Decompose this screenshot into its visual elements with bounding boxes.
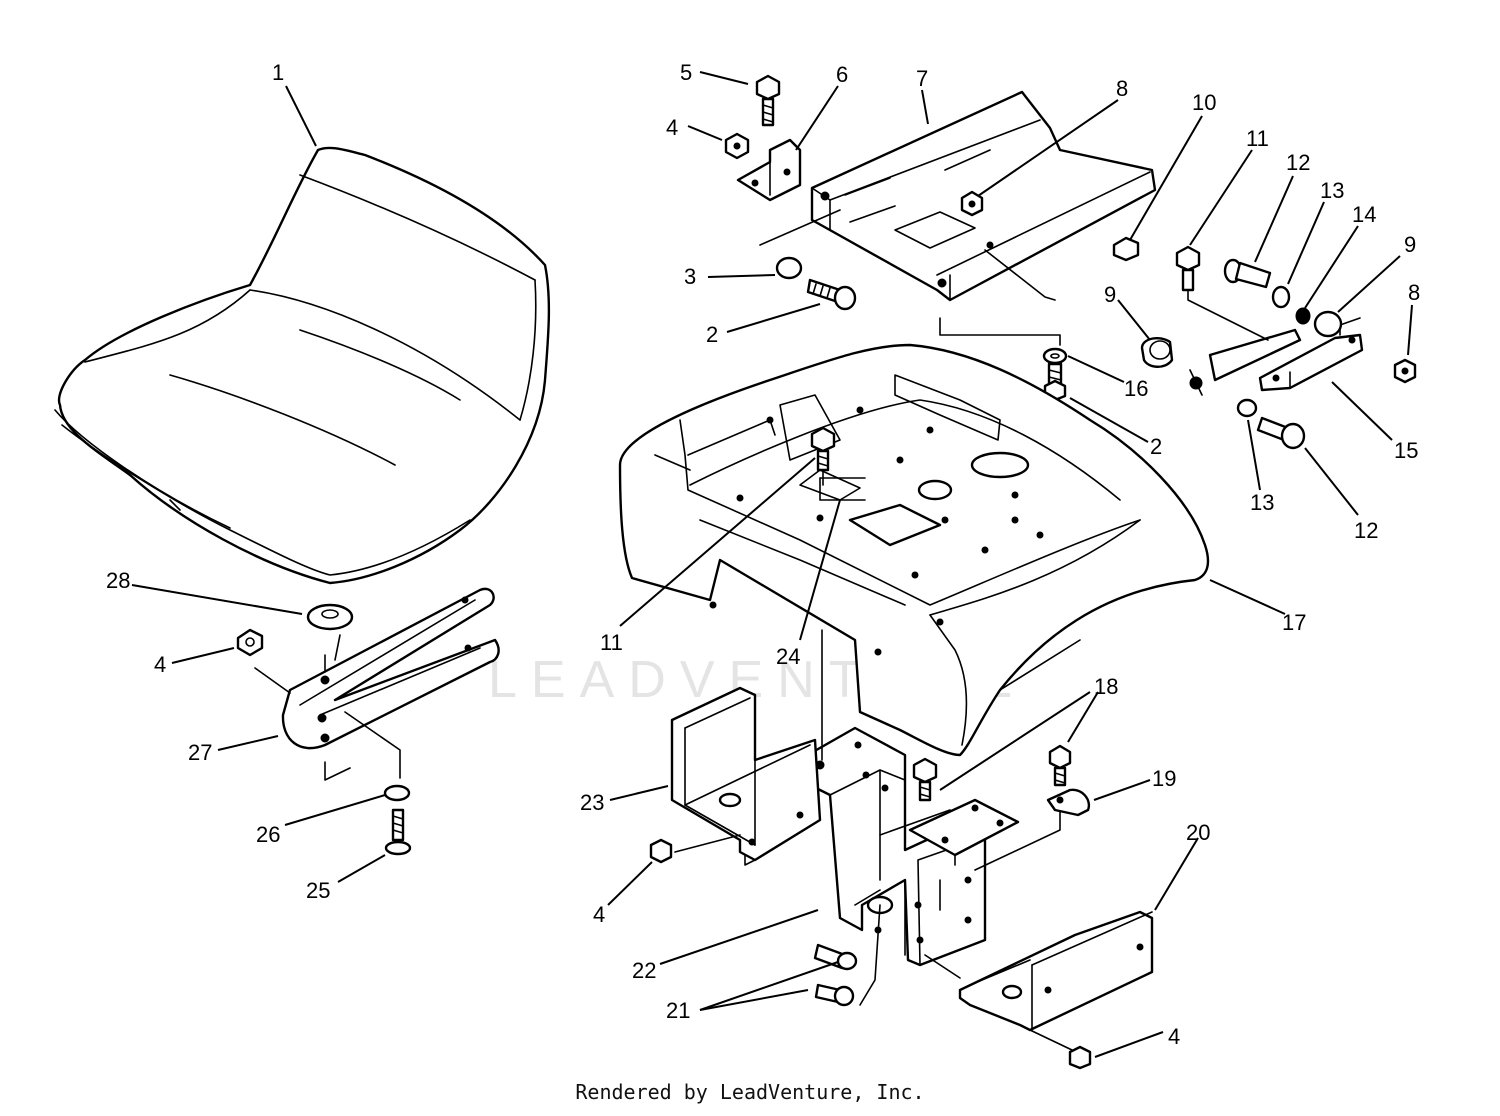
assembly-guide-lines [334,477,866,761]
callout-24: 24 [776,644,800,669]
callout-27: 27 [188,740,212,765]
callout-18: 18 [1094,674,1118,699]
part-18-bolt-left [912,757,938,802]
callout-13-bottom: 13 [1250,490,1274,515]
callout-2-top: 2 [706,322,718,347]
callout-8-top: 8 [1116,76,1128,101]
part-7-seat-bracket [759,90,1157,346]
part-4-nut-left [236,628,264,657]
callout-4-bottom-right: 4 [1168,1024,1180,1049]
callout-23: 23 [580,790,604,815]
callout-11-right: 11 [1246,126,1269,151]
callout-19: 19 [1152,766,1176,791]
callout-16: 16 [1124,376,1148,401]
callout-12-top: 12 [1286,150,1310,175]
callout-26: 26 [256,822,280,847]
part-19-clip [974,788,1091,871]
part-25-bolt [384,808,412,856]
part-15-hinge-bracket [1189,317,1364,396]
callout-11-fender: 11 [600,630,623,655]
part-17-fender [618,343,1210,757]
callout-4-top: 4 [666,115,678,140]
part-13-washer-top [1271,285,1291,309]
callout-6: 6 [836,62,848,87]
callout-labels: 1 2 2 3 4 4 4 4 5 6 7 8 8 9 9 10 11 11 1… [106,60,1420,1049]
part-21-bolt-b [814,904,881,1007]
callout-8-right: 8 [1408,280,1420,305]
part-28-spacer [306,603,354,631]
part-16-washer [1042,347,1068,365]
part-9-bumper-right [1313,310,1343,338]
part-8-nut-right [1393,358,1417,384]
callout-10: 10 [1192,90,1216,115]
callout-17: 17 [1282,610,1306,635]
callout-4-lower-left: 4 [593,902,605,927]
part-23-side-bracket [670,686,822,866]
part-13-washer-bottom [1236,398,1258,418]
callout-9-right: 9 [1404,232,1416,257]
part-2-bolt-top [806,278,857,311]
callout-13-top: 13 [1320,178,1344,203]
part-1-seat [54,146,551,585]
part-3-washer [775,256,803,280]
callout-25: 25 [306,878,330,903]
part-8-nut [960,190,984,217]
part-6-angle-bracket [736,138,802,202]
leader-lines [131,71,1413,1058]
part-4-nut-lower-left [649,834,741,864]
part-12-bolt-top [1223,258,1272,289]
part-4-nut-bottom-right [1068,1045,1092,1070]
part-5-bolt [755,74,781,127]
part-26-washer [383,784,411,802]
part-4-nut-top [724,132,750,160]
callout-2-center: 2 [1150,434,1162,459]
part-11-bolt-right [1175,245,1269,341]
footer-credit: Rendered by LeadVenture, Inc. [575,1080,925,1104]
part-18-bolt-right [1048,744,1072,787]
callout-1: 1 [272,60,284,85]
callout-5: 5 [680,60,692,85]
part-14-spacer [1295,307,1311,325]
callout-20: 20 [1186,820,1210,845]
part-10-bumper [1112,236,1140,262]
callout-14: 14 [1352,202,1376,227]
callout-22: 22 [632,958,656,983]
callout-15: 15 [1394,438,1418,463]
part-12-bolt-bottom [1256,416,1306,450]
callout-3: 3 [684,264,696,289]
callout-28: 28 [106,568,130,593]
callout-7: 7 [916,66,928,91]
part-18-plate [908,798,1020,866]
callout-4-left: 4 [154,652,166,677]
callout-9-center: 9 [1104,282,1116,307]
part-27-seat-plate [254,587,500,781]
callout-21: 21 [666,998,690,1023]
callout-12-bottom: 12 [1354,518,1378,543]
part-20-step-bracket [924,910,1154,1051]
part-21-bolt-a [813,943,858,971]
part-9-bumper-center [1140,336,1174,368]
